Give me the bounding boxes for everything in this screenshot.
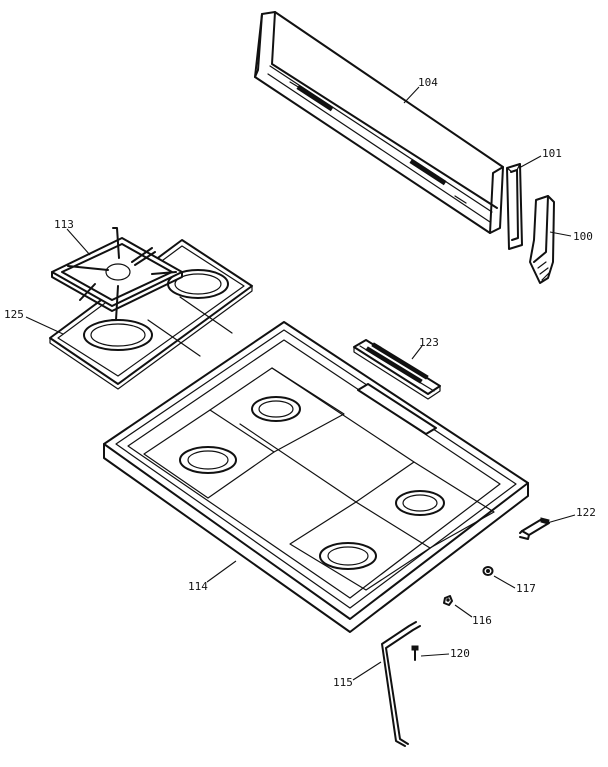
nut <box>443 595 453 606</box>
support-rod <box>381 621 421 747</box>
grommet <box>482 566 494 576</box>
hinge-clip <box>519 517 550 540</box>
main-cooktop <box>103 321 529 633</box>
callout-100: 100 <box>573 230 593 243</box>
leader-lines <box>25 86 576 681</box>
screw <box>411 645 419 661</box>
end-bracket <box>506 163 523 250</box>
callout-114: 114 <box>188 580 208 593</box>
callout-122: 122 <box>576 506 596 519</box>
backguard-panel <box>254 11 504 234</box>
callout-115: 115 <box>333 676 353 689</box>
callout-116: 116 <box>472 614 492 627</box>
callout-101: 101 <box>542 147 562 160</box>
callout-113: 113 <box>54 218 74 231</box>
callout-123: 123 <box>419 336 439 349</box>
callout-125: 125 <box>4 308 24 321</box>
end-cap <box>529 195 555 284</box>
burner-grate <box>51 227 183 321</box>
vent-grille <box>353 339 441 400</box>
callout-labels: 104 101 100 113 125 123 122 114 117 116 … <box>4 76 596 689</box>
callout-120: 120 <box>450 647 470 660</box>
burner-box-tray <box>49 239 253 390</box>
callout-104: 104 <box>418 76 438 89</box>
callout-117: 117 <box>516 582 536 595</box>
